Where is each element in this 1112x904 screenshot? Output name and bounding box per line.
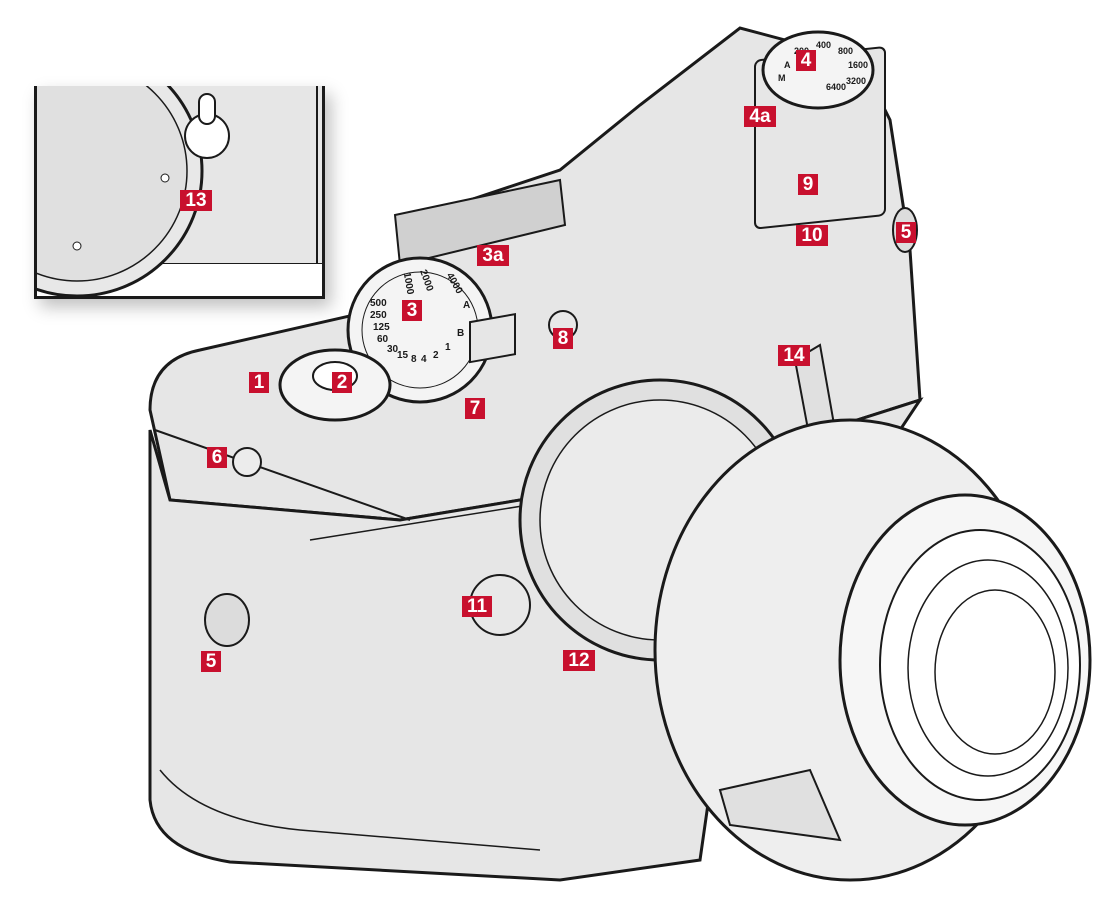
callout-6: 6 [207, 447, 227, 468]
inset-illustration [37, 86, 322, 296]
iso-A: A [784, 60, 791, 70]
shutter-speed-2000: 2000 [417, 268, 436, 293]
callout-9: 9 [798, 174, 818, 195]
callout-2: 2 [332, 372, 352, 393]
iso-dial-scale: M A 200 400 800 1600 3200 6400 [770, 38, 880, 108]
callout-3: 3 [402, 300, 422, 321]
brightline-window [469, 313, 516, 364]
callout-13: 13 [180, 190, 212, 211]
callout-1: 1 [249, 372, 269, 393]
hot-shoe [393, 178, 567, 267]
shutter-speed-4: 4 [421, 354, 427, 365]
shutter-speed-125: 125 [373, 322, 390, 333]
callout-4: 4 [796, 50, 816, 71]
shutter-speed-dial-scale: 4000 2000 1000 500 250 125 60 30 15 8 4 … [355, 268, 485, 390]
iso-400: 400 [816, 40, 832, 50]
shutter-speed-250: 250 [370, 310, 387, 321]
shutter-speed-2: 2 [433, 350, 439, 361]
iso-3200: 3200 [846, 76, 867, 86]
iso-1600: 1600 [848, 60, 869, 70]
iso-dial [761, 30, 875, 110]
shutter-speed-15: 15 [397, 350, 409, 361]
callout-5-right: 5 [896, 222, 916, 243]
shutter-speed-8: 8 [411, 354, 417, 365]
shutter-speed-1: 1 [445, 342, 451, 353]
callout-7: 7 [465, 398, 485, 419]
focus-tab [718, 768, 842, 842]
shutter-speed-B: B [457, 328, 465, 339]
callout-4a: 4a [744, 106, 776, 127]
led-indicator [232, 447, 262, 477]
callout-14: 14 [778, 345, 810, 366]
iso-6400: 6400 [826, 82, 847, 92]
callout-5-left: 5 [201, 651, 221, 672]
iso-M: M [778, 73, 786, 83]
shutter-speed-30: 30 [387, 344, 399, 355]
callout-10: 10 [796, 225, 828, 246]
callout-11: 11 [462, 596, 492, 617]
callout-8: 8 [553, 328, 573, 349]
shutter-speed-4000: 4000 [443, 271, 465, 296]
shutter-speed-500: 500 [370, 298, 387, 309]
shutter-speed-1000: 1000 [400, 271, 416, 296]
callout-3a: 3a [477, 245, 509, 266]
callout-12: 12 [563, 650, 595, 671]
shutter-speed-60: 60 [377, 334, 389, 345]
strap-lug-left [204, 593, 250, 647]
inset-bottom-view [34, 86, 325, 299]
iso-800: 800 [838, 46, 854, 56]
shutter-speed-A: A [463, 300, 471, 311]
